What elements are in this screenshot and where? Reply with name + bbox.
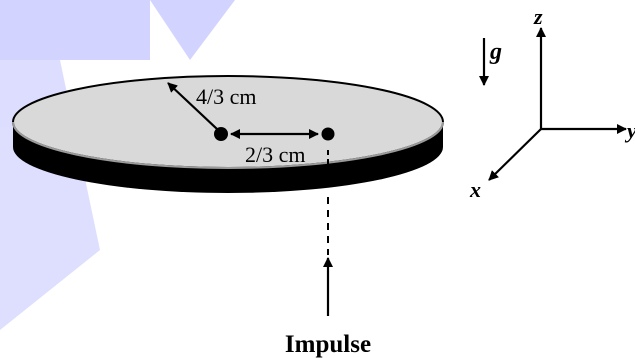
disk-rim-highlight xyxy=(12,121,444,169)
center-point xyxy=(214,127,228,141)
watermark-triangle xyxy=(150,0,235,60)
z-axis-label: z xyxy=(533,4,543,29)
gravity-label: g xyxy=(489,39,502,65)
watermark-block-top xyxy=(0,0,150,60)
disk xyxy=(12,75,444,193)
impulse-label: Impulse xyxy=(285,331,371,358)
impulse-point xyxy=(321,127,335,141)
x-axis-label: x xyxy=(469,177,481,202)
radius-label: 4/3 cm xyxy=(196,84,257,109)
radius-arrow xyxy=(167,82,218,130)
offset-label: 2/3 cm xyxy=(245,142,306,167)
coordinate-axes: z y x xyxy=(469,4,635,202)
y-axis-label: y xyxy=(624,118,635,143)
x-axis xyxy=(488,128,542,181)
